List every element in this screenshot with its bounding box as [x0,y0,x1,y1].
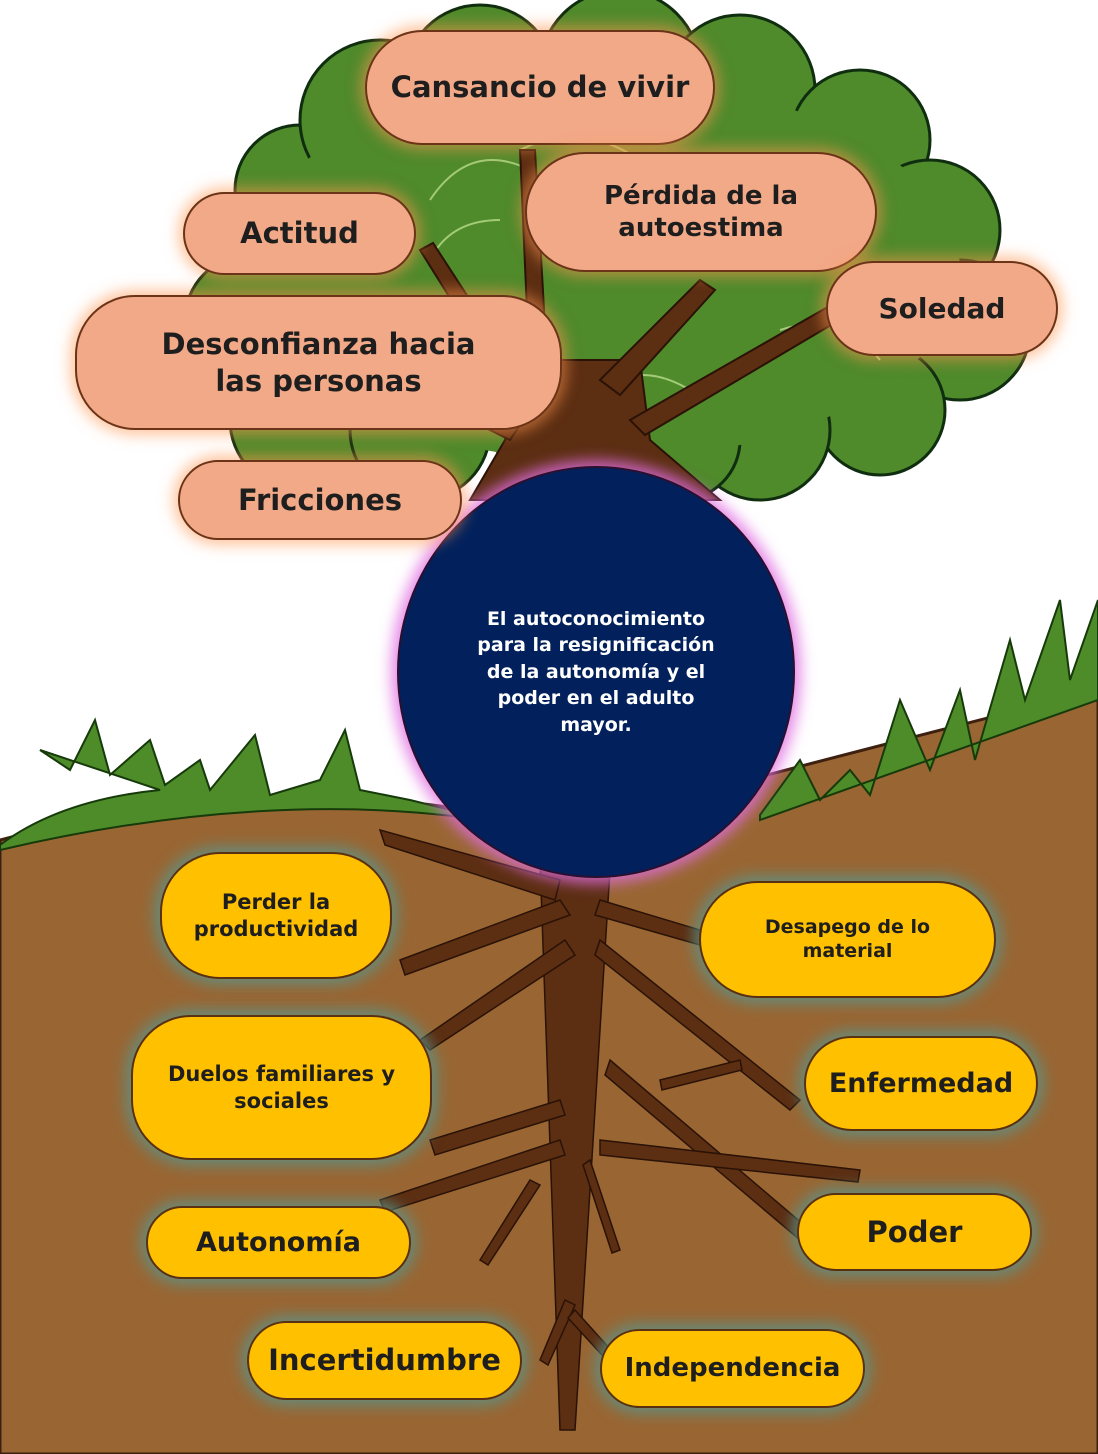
root-node-incertidumbre: Incertidumbre [247,1321,522,1400]
root-label: Incertidumbre [268,1343,501,1378]
root-label: Enfermedad [828,1067,1014,1099]
branch-label: Desconfianza hacia las personas [161,327,476,398]
root-label: Perder la productividad [193,890,359,941]
branch-node-desconfianza: Desconfianza hacia las personas [75,295,562,430]
root-label: Desapego de lo material [764,915,931,962]
center-concept: El autoconocimiento para la resignificac… [397,466,795,878]
roots [378,828,861,1431]
root-node-enfermedad: Enfermedad [804,1036,1038,1131]
branch-label: Actitud [240,216,359,251]
root-node-poder: Poder [797,1193,1032,1271]
branch-node-autoestima: Pérdida de la autoestima [525,152,877,272]
branch-label: Fricciones [237,482,403,517]
branch-node-soledad: Soledad [826,261,1058,356]
branch-node-cansancio: Cansancio de vivir [365,30,715,145]
root-label: Autonomía [196,1226,361,1258]
root-node-autonomia: Autonomía [146,1206,411,1279]
branch-label: Cansancio de vivir [390,70,690,105]
root-node-desapego: Desapego de lo material [699,881,996,998]
branch-node-actitud: Actitud [183,192,416,275]
branch-node-fricciones: Fricciones [178,460,462,540]
center-text: El autoconocimiento para la resignificac… [477,607,715,736]
branch-label: Soledad [878,292,1006,325]
root-node-duelos: Duelos familiares y sociales [131,1015,432,1160]
root-label: Duelos familiares y sociales [167,1062,396,1113]
root-label: Independencia [624,1353,841,1384]
root-node-productividad: Perder la productividad [160,852,392,979]
branch-label: Pérdida de la autoestima [604,180,798,244]
root-label: Poder [866,1214,963,1249]
root-node-independencia: Independencia [600,1329,865,1408]
